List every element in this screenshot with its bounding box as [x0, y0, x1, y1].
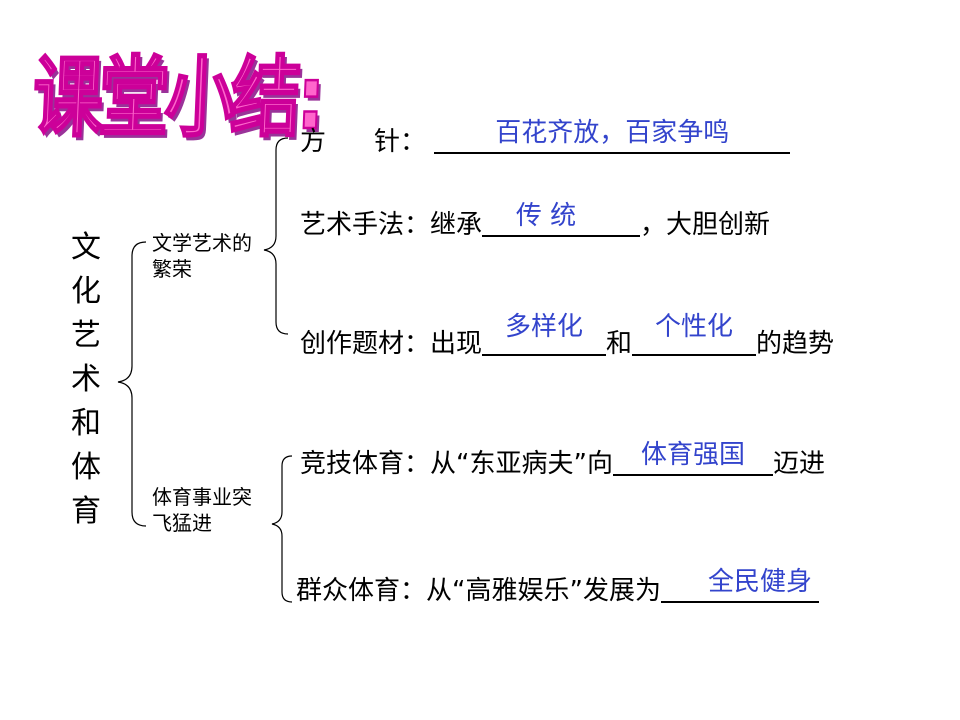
row-policy: 方 针： 百花齐放，百家争鸣 [300, 118, 791, 162]
category-sports: 体育事业突飞猛进 [152, 485, 252, 535]
subject-blank-1: 多样化 [482, 312, 607, 356]
subject-prefix: 创作题材：出现 [300, 329, 483, 359]
policy-blank: 百花齐放，百家争鸣 [434, 118, 791, 154]
technique-suffix: ，大胆创新 [640, 210, 771, 240]
technique-prefix: 艺术手法：继承 [300, 210, 483, 240]
row-competitive-sports: 竞技体育：从“东亚病夫”向体育强国迈进 [300, 440, 825, 484]
policy-label-a: 方 [300, 127, 327, 157]
competitive-prefix: 竞技体育：从“东亚病夫”向 [300, 449, 613, 479]
main-brace [117, 241, 147, 527]
row-mass-sports: 群众体育：从“高雅娱乐”发展为 全民健身 [296, 567, 819, 611]
root-topic: 文化艺术和体育 [71, 230, 101, 529]
subject-blank-2: 个性化 [632, 312, 757, 356]
mass-answer: 全民健身 [707, 567, 812, 597]
technique-answer: 传 统 [515, 201, 577, 231]
competitive-blank: 体育强国 [612, 440, 773, 476]
technique-blank: 传 统 [482, 201, 641, 237]
page-title: 课堂小结: [30, 46, 325, 151]
competitive-suffix: 迈进 [772, 449, 825, 479]
competitive-answer: 体育强国 [640, 440, 745, 470]
mass-prefix: 群众体育：从“高雅娱乐”发展为 [296, 576, 661, 606]
subject-middle: 和 [606, 329, 633, 359]
subject-suffix: 的趋势 [756, 329, 835, 359]
row-subject: 创作题材：出现多样化和个性化的趋势 [300, 312, 835, 364]
lower-brace [271, 455, 293, 603]
mass-blank: 全民健身 [660, 567, 819, 603]
policy-label-b: 针： [374, 127, 427, 157]
upper-brace [263, 137, 289, 335]
subject-answer-2: 个性化 [655, 312, 734, 342]
row-technique: 艺术手法：继承 传 统 ，大胆创新 [300, 201, 771, 245]
category-literature-art: 文学艺术的繁荣 [152, 231, 252, 281]
subject-answer-1: 多样化 [505, 312, 584, 342]
policy-answer: 百花齐放，百家争鸣 [495, 118, 730, 148]
